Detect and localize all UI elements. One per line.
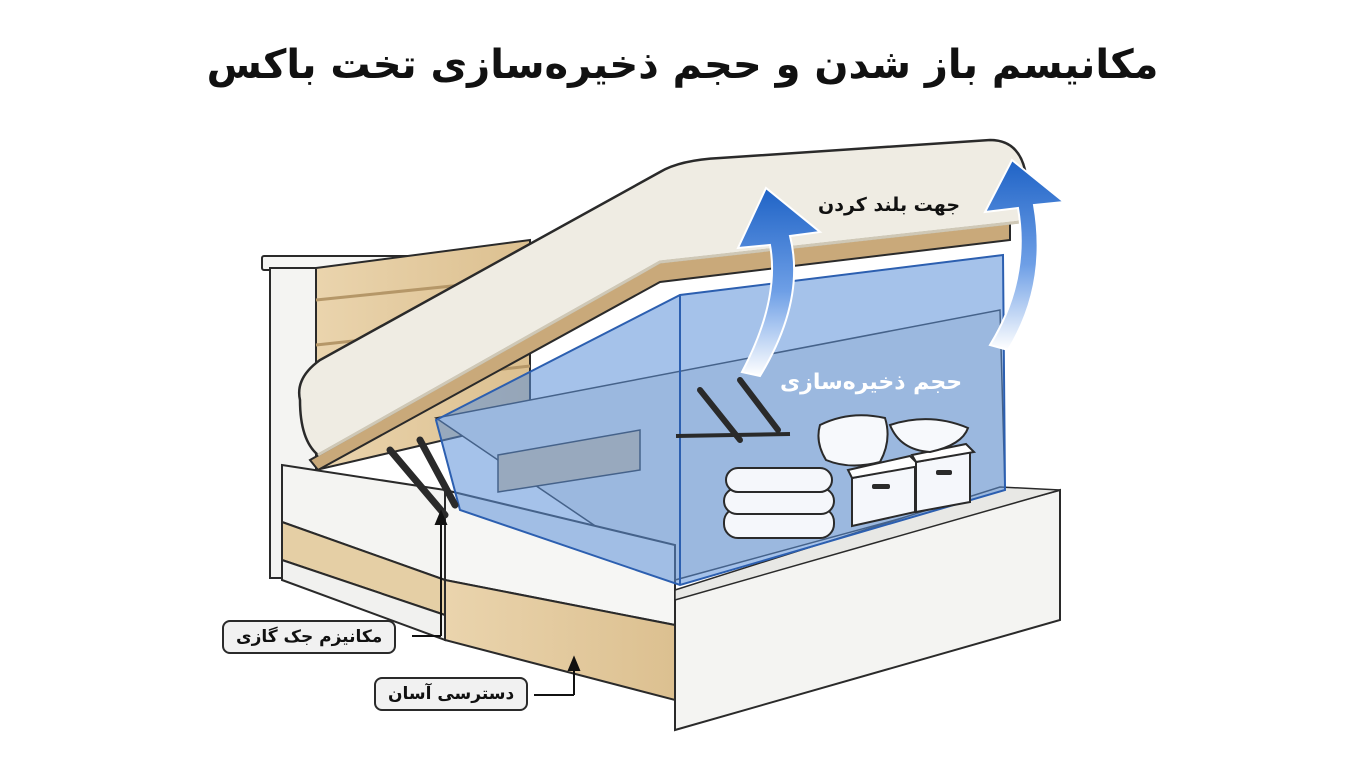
pillows-icon xyxy=(817,414,970,467)
folded-towels-icon xyxy=(723,467,835,539)
callout-leaders xyxy=(412,509,581,696)
lifted-mattress xyxy=(297,138,1027,472)
bed-base xyxy=(281,463,1061,732)
lift-arrow-right-icon xyxy=(983,158,1067,352)
storage-boxes-icon xyxy=(846,442,977,528)
storage-volume-label: حجم ذخیره‌سازی xyxy=(780,370,963,395)
page-title: مکانیسم باز شدن و حجم ذخیره‌سازی تخت باک… xyxy=(206,42,1159,88)
lift-arrow-left-icon xyxy=(736,186,823,378)
lift-direction-label: جهت بلند کردن xyxy=(818,194,961,216)
gas-mechanism-callout: مکانیزم جک گازی xyxy=(222,620,397,654)
easy-access-callout: دسترسی آسان xyxy=(374,677,529,711)
gas-strut-mechanism xyxy=(386,377,791,519)
